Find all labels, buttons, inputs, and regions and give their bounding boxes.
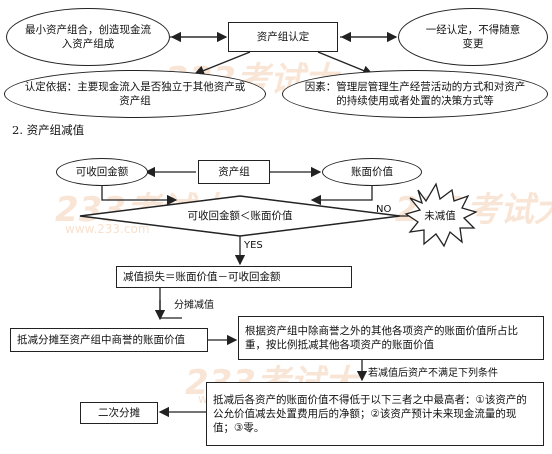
condition-label: 若减值后资产不满足下列条件 bbox=[368, 368, 498, 379]
min-asset-combination-text: 最小资产组合，创造现金流入资产组成 bbox=[25, 24, 151, 50]
no-impairment-text: 未减值 bbox=[424, 210, 456, 222]
no-impairment-burst bbox=[404, 182, 478, 248]
arrow bbox=[317, 51, 374, 76]
identification-basis-text: 认定依据：主要现金流入是否独立于其他资产或资产组 bbox=[24, 81, 246, 107]
no-label: NO bbox=[376, 204, 392, 215]
allocate-label: 分摊减值 bbox=[174, 300, 214, 311]
floor-rule-text: 抵减后各资产的账面价值不得低于以下三者之中最高者：①该资产的公允价值减去处置费用… bbox=[213, 394, 527, 434]
impairment-loss-text: 减值损失＝账面价值－可收回金额 bbox=[123, 271, 281, 283]
second-allocation-box: 二次分摊 bbox=[80, 402, 158, 424]
impairment-loss-box: 减值损失＝账面价值－可收回金额 bbox=[116, 266, 352, 288]
factor-ellipse: 因素：管理层管理生产经营活动的方式和对资产的持续使用或者处置的决策方式等 bbox=[282, 70, 548, 118]
once-identified-text: 一经认定，不得随意变更 bbox=[425, 24, 521, 50]
other-assets-text: 根据资产组中除商誉之外的其他各项资产的账面价值所占比重，按比例抵减其他各项资产的… bbox=[245, 325, 518, 351]
goodwill-deduction-text: 抵减分摊至资产组中商誉的账面价值 bbox=[17, 334, 185, 346]
asset-group-identification-box: 资产组认定 bbox=[228, 22, 338, 52]
book-value-text: 账面价值 bbox=[351, 166, 393, 178]
second-allocation-text: 二次分摊 bbox=[98, 407, 140, 419]
identification-basis-ellipse: 认定依据：主要现金流入是否独立于其他资产或资产组 bbox=[4, 70, 266, 118]
min-asset-combination-ellipse: 最小资产组合，创造现金流入资产组成 bbox=[6, 8, 170, 66]
arrow bbox=[310, 186, 373, 206]
once-identified-ellipse: 一经认定，不得随意变更 bbox=[398, 8, 548, 66]
book-value-ellipse: 账面价值 bbox=[322, 158, 422, 186]
goodwill-deduction-box: 抵减分摊至资产组中商誉的账面价值 bbox=[10, 328, 208, 352]
recoverable-amount-text: 可收回金额 bbox=[75, 166, 129, 178]
recoverable-amount-ellipse: 可收回金额 bbox=[56, 158, 148, 186]
condition-text: 可收回金额＜账面价值 bbox=[187, 210, 293, 222]
watermark-url: www.233.com bbox=[65, 222, 150, 236]
yes-label: YES bbox=[244, 240, 263, 251]
other-assets-box: 根据资产组中除商誉之外的其他各项资产的账面价值所占比重，按比例抵减其他各项资产的… bbox=[238, 316, 544, 360]
asset-group-box: 资产组 bbox=[198, 160, 270, 184]
section-title: 2. 资产组减值 bbox=[12, 123, 85, 137]
asset-group-text: 资产组 bbox=[218, 166, 250, 178]
asset-group-identification-text: 资产组认定 bbox=[256, 31, 310, 43]
arrow bbox=[101, 186, 178, 206]
arrow bbox=[193, 51, 251, 76]
factor-text: 因素：管理层管理生产经营活动的方式和对资产的持续使用或者处置的决策方式等 bbox=[304, 81, 526, 107]
floor-rule-box: 抵减后各资产的账面价值不得低于以下三者之中最高者：①该资产的公允价值减去处置费用… bbox=[206, 382, 544, 446]
